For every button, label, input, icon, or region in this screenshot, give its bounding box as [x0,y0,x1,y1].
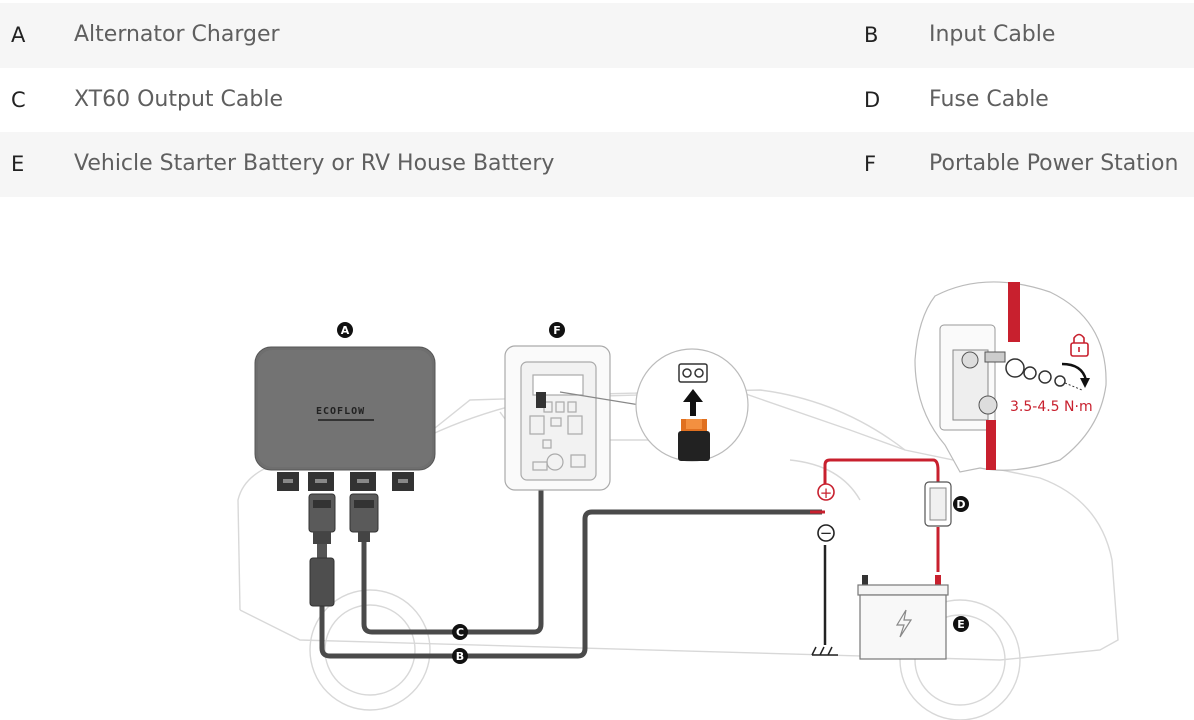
battery [857,575,949,660]
marker-e: E [953,616,969,632]
svg-text:+: + [820,484,833,502]
marker-c: C [452,624,468,640]
legend-description: Input Cable [929,22,1056,47]
legend-description: XT60 Output Cable [74,86,283,112]
legend-description: Portable Power Station [929,151,1179,176]
xt60-zoom-callout [635,348,749,462]
legend-row: E Vehicle Starter Battery or RV House Ba… [0,132,1194,197]
negative-terminal-marker: − [817,524,835,542]
marker-a: A [337,322,353,338]
svg-text:D: D [956,498,965,511]
portable-power-station [504,345,641,491]
alternator-charger: ECOFLOW [254,346,436,491]
torque-spec: 3.5-4.5 N·m [1010,399,1093,415]
legend-description: Fuse Cable [929,86,1049,112]
fuse-holder [924,481,952,527]
marker-d: D [953,496,969,512]
ground-wire [811,545,838,656]
legend-description: Vehicle Starter Battery or RV House Batt… [74,151,555,176]
svg-text:C: C [456,626,464,639]
legend-letter: A [11,23,26,47]
svg-text:F: F [553,324,561,337]
xt60-plug-at-station [536,392,546,408]
component-legend: A Alternator Charger B Input Cable C XT6… [0,3,1194,197]
svg-text:A: A [341,324,350,337]
brand-logo: ECOFLOW [316,406,365,417]
terminal-zoom-callout: 3.5-4.5 N·m [914,281,1107,473]
svg-text:E: E [957,618,965,631]
marker-b: B [452,648,468,664]
legend-letter: D [864,87,881,112]
lock-icon [1070,333,1089,357]
input-cable [319,509,822,659]
legend-description: Alternator Charger [74,22,280,47]
svg-text:−: − [820,524,833,542]
positive-wire [823,458,940,572]
vehicle-outline [237,389,1119,720]
output-plug [349,493,379,542]
legend-row: A Alternator Charger B Input Cable [0,3,1194,68]
legend-letter: F [864,152,877,176]
legend-letter: E [11,152,25,176]
legend-row: C XT60 Output Cable D Fuse Cable [0,68,1194,133]
lightning-icon [895,609,913,638]
marker-f: F [549,322,565,338]
legend-letter: B [864,23,879,47]
input-plug [308,493,336,607]
positive-terminal-marker: + [817,483,835,502]
svg-text:B: B [456,650,464,663]
legend-letter: C [11,87,26,112]
